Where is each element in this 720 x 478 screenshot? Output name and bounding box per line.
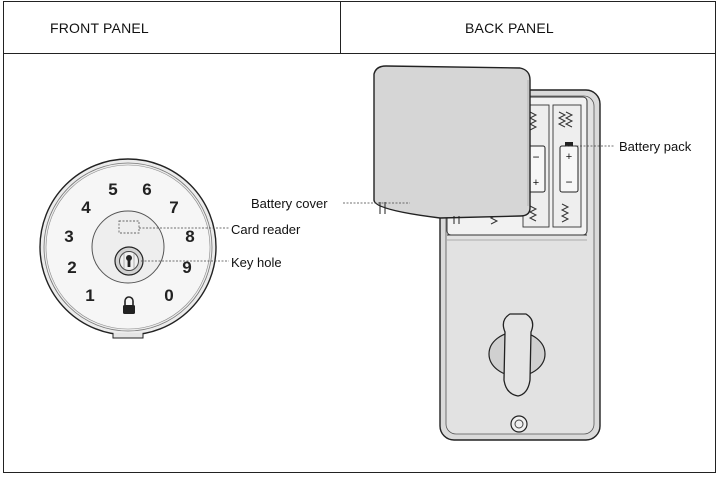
key-2[interactable]: 2 xyxy=(67,258,76,277)
battery-left-plus: + xyxy=(533,177,539,189)
keyhole-icon xyxy=(114,246,144,276)
key-3[interactable]: 3 xyxy=(64,227,73,246)
card-reader-area xyxy=(118,220,140,234)
battery-cover[interactable] xyxy=(373,65,531,224)
battery-right-minus: − xyxy=(565,175,572,189)
battery-pack-label: Battery pack xyxy=(619,139,692,154)
key-hole-label: Key hole xyxy=(231,255,282,270)
battery-right-plus: + xyxy=(566,151,572,163)
key-6[interactable]: 6 xyxy=(142,180,151,199)
thumb-turn[interactable] xyxy=(488,313,546,397)
key-7[interactable]: 7 xyxy=(169,198,178,217)
battery-left: − + xyxy=(526,145,546,193)
key-0[interactable]: 0 xyxy=(164,286,173,305)
back-lock: − + + − xyxy=(343,65,615,441)
front-lock: 5 6 4 7 3 8 2 9 1 0 xyxy=(39,158,229,339)
diagram-frame: FRONT PANEL BACK PANEL xyxy=(3,1,716,473)
key-1[interactable]: 1 xyxy=(85,286,94,305)
key-9[interactable]: 9 xyxy=(182,258,191,277)
battery-left-minus: − xyxy=(532,150,539,164)
back-panel-title: BACK PANEL xyxy=(465,20,554,36)
key-8[interactable]: 8 xyxy=(185,227,194,246)
battery-right: + − xyxy=(559,142,579,193)
key-4[interactable]: 4 xyxy=(81,198,91,217)
header-divider xyxy=(340,2,341,53)
panel-header: FRONT PANEL BACK PANEL xyxy=(4,2,715,54)
card-reader-label: Card reader xyxy=(231,222,301,237)
key-5[interactable]: 5 xyxy=(108,180,117,199)
front-panel-title: FRONT PANEL xyxy=(50,20,149,36)
bottom-keyhole-icon xyxy=(510,415,528,433)
padlock-icon[interactable] xyxy=(123,296,135,314)
battery-cover-label: Battery cover xyxy=(251,196,328,211)
